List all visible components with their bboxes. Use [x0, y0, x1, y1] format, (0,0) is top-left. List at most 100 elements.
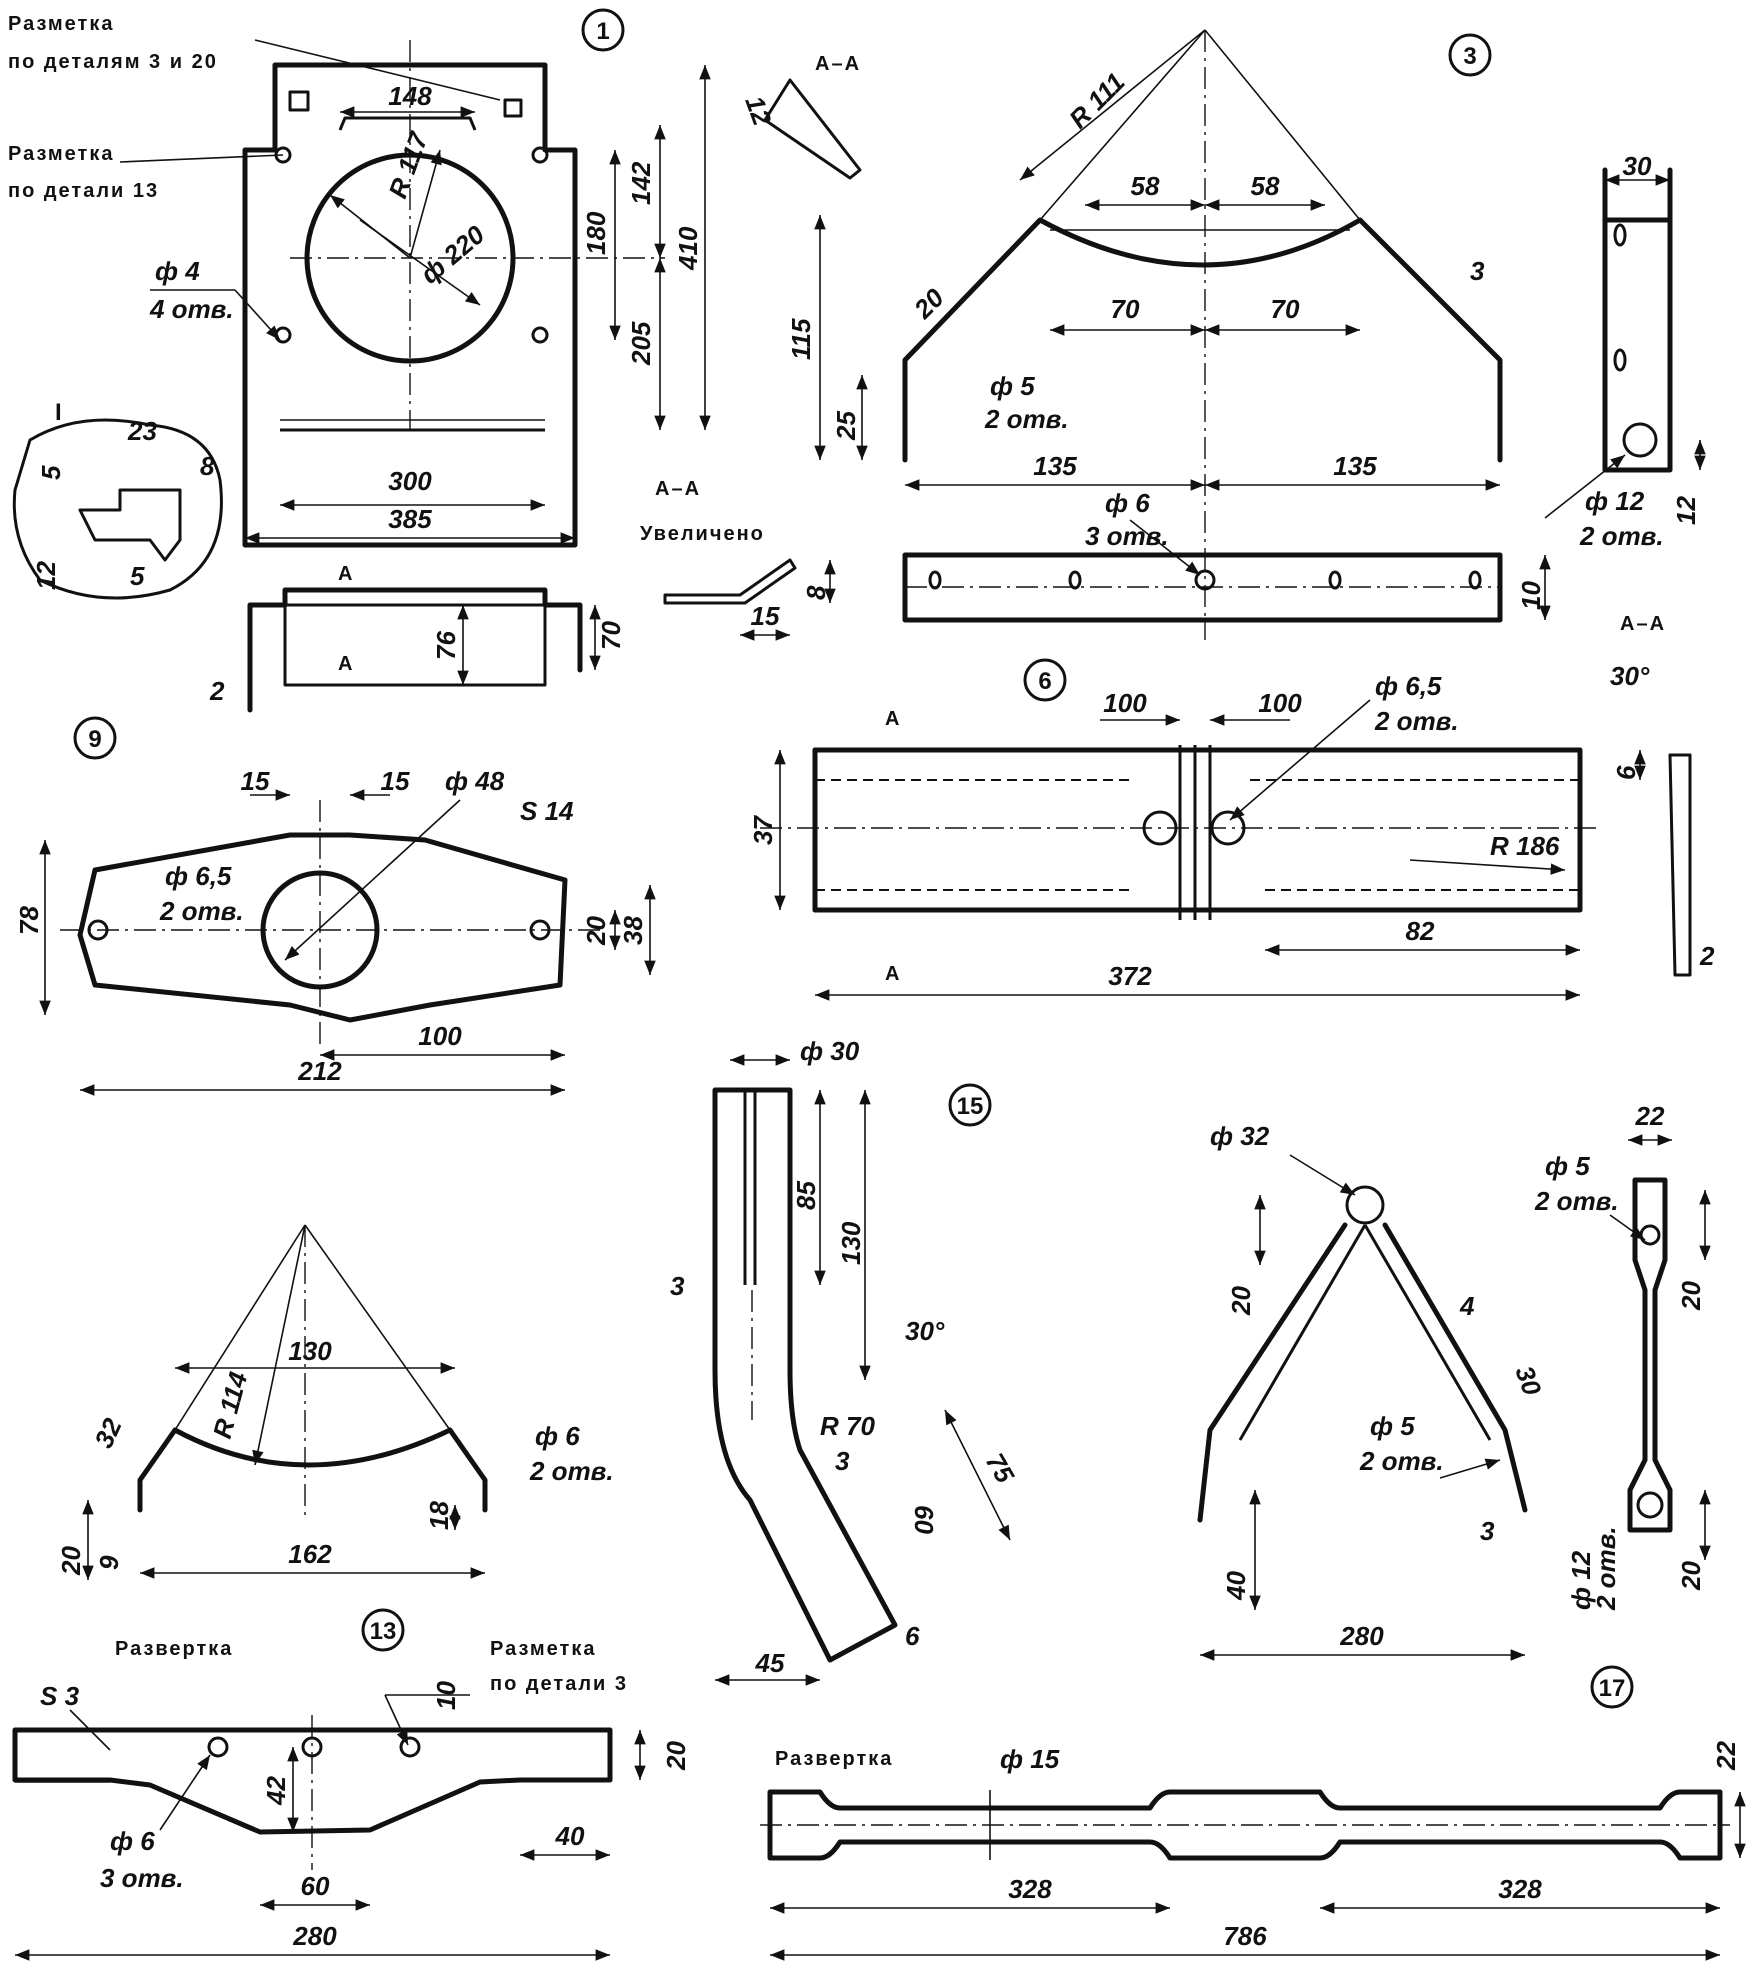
svg-text:300: 300 [388, 466, 432, 496]
svg-text:18: 18 [424, 1501, 454, 1530]
svg-text:22: 22 [1711, 1741, 1741, 1771]
part-number-13: 13 [370, 1618, 397, 1645]
part-number-9: 9 [88, 726, 101, 753]
svg-text:162: 162 [288, 1539, 332, 1569]
part-number-circle [581, 8, 625, 52]
part-number-1: 1 [596, 18, 609, 45]
svg-text:76: 76 [431, 631, 461, 660]
svg-text:70: 70 [1271, 294, 1300, 324]
note-marking-13-line1: Разметка [8, 143, 114, 165]
svg-text:ф 15: ф 15 [1000, 1744, 1060, 1774]
svg-text:100: 100 [1103, 688, 1147, 718]
svg-text:по детали 3: по детали 3 [490, 1673, 628, 1695]
svg-text:ф 12: ф 12 [1566, 1550, 1596, 1610]
part-9-drawing: 9 15 15 ф 48 S 14 ф 6,5 2 отв. 78 20 38 … [14, 716, 656, 1096]
svg-text:20: 20 [1226, 1286, 1256, 1316]
svg-text:130: 130 [288, 1336, 332, 1366]
svg-text:85: 85 [791, 1181, 821, 1210]
part-1-drawing: 1 Разметка по деталям 3 и 20 Разметка по… [8, 8, 711, 713]
svg-text:135: 135 [1333, 451, 1377, 481]
svg-text:S 3: S 3 [40, 1681, 80, 1711]
svg-text:ф 6,5: ф 6,5 [165, 861, 232, 891]
svg-text:25: 25 [831, 411, 861, 441]
svg-text:42: 42 [261, 1776, 291, 1806]
svg-text:15: 15 [751, 601, 780, 631]
svg-text:20: 20 [1676, 1281, 1706, 1311]
svg-text:2 отв.: 2 отв. [1591, 1526, 1621, 1611]
part-number-15: 15 [957, 1093, 984, 1120]
svg-text:ф 48: ф 48 [445, 766, 505, 796]
svg-text:4: 4 [1459, 1291, 1475, 1321]
svg-text:328: 328 [1498, 1874, 1542, 1904]
svg-text:3: 3 [1470, 256, 1485, 286]
svg-text:37: 37 [748, 815, 778, 845]
svg-text:40: 40 [555, 1821, 585, 1851]
svg-text:58: 58 [1131, 171, 1160, 201]
svg-text:ф 4: ф 4 [155, 256, 200, 286]
svg-text:ф 220: ф 220 [415, 219, 491, 290]
svg-text:Развертка: Развертка [115, 1638, 233, 1660]
svg-text:30°: 30° [1610, 661, 1650, 691]
svg-text:А: А [885, 963, 901, 985]
part-15-drawing: 15 ф 30 85 130 3 30° R 70 3 75 60 45 6 [670, 1036, 1021, 1686]
svg-text:А–А: А–А [655, 478, 701, 500]
svg-text:115: 115 [786, 318, 816, 360]
svg-text:ф 12: ф 12 [1585, 486, 1645, 516]
part-17-drawing: 17 ф 32 20 4 30 ф 5 2 отв. 3 40 280 22 ф… [760, 1101, 1746, 1961]
svg-text:ф 6,5: ф 6,5 [1375, 671, 1442, 701]
svg-text:ф 6: ф 6 [535, 1421, 580, 1451]
svg-text:60: 60 [909, 1505, 939, 1534]
svg-text:82: 82 [1406, 916, 1435, 946]
svg-text:ф 30: ф 30 [800, 1036, 860, 1066]
svg-text:3 отв.: 3 отв. [1085, 521, 1169, 551]
svg-text:8: 8 [200, 451, 215, 481]
svg-text:2: 2 [1699, 941, 1715, 971]
svg-text:ф 5: ф 5 [1545, 1151, 1590, 1181]
svg-text:135: 135 [1033, 451, 1077, 481]
svg-text:ф 32: ф 32 [1210, 1121, 1270, 1151]
svg-text:5: 5 [130, 561, 145, 591]
svg-text:70: 70 [596, 621, 626, 650]
svg-text:75: 75 [980, 1448, 1021, 1489]
svg-text:3: 3 [670, 1271, 685, 1301]
svg-text:328: 328 [1008, 1874, 1052, 1904]
svg-text:58: 58 [1251, 171, 1280, 201]
svg-text:12: 12 [1671, 496, 1701, 525]
svg-text:20: 20 [661, 1741, 691, 1771]
svg-text:2 отв.: 2 отв. [984, 404, 1069, 434]
svg-text:180: 180 [581, 211, 611, 255]
svg-text:20: 20 [56, 1546, 86, 1576]
svg-text:2 отв.: 2 отв. [1579, 521, 1664, 551]
svg-text:2 отв.: 2 отв. [159, 896, 244, 926]
svg-text:60: 60 [301, 1871, 330, 1901]
detail-I-label: I [55, 399, 62, 426]
part-3-drawing: 3 А–А 12 R 111 58 58 70 70 3 115 20 25 ф… [640, 29, 1706, 641]
svg-text:А: А [885, 708, 901, 730]
svg-text:ф 5: ф 5 [990, 371, 1035, 401]
svg-text:786: 786 [1223, 1921, 1267, 1951]
svg-text:130: 130 [836, 1221, 866, 1265]
svg-text:10: 10 [431, 1681, 461, 1710]
svg-text:205: 205 [626, 321, 656, 366]
svg-text:6: 6 [1611, 765, 1641, 780]
svg-text:3 отв.: 3 отв. [100, 1863, 184, 1893]
part-number-6: 6 [1038, 668, 1051, 695]
svg-text:70: 70 [1111, 294, 1140, 324]
note-marking-13-line2: по детали 13 [8, 180, 159, 202]
svg-text:2: 2 [209, 676, 225, 706]
svg-text:6: 6 [905, 1621, 920, 1651]
svg-text:ф 6: ф 6 [1105, 488, 1150, 518]
svg-text:А: А [338, 563, 354, 585]
svg-text:S 14: S 14 [520, 796, 574, 826]
svg-text:А–А: А–А [815, 53, 861, 75]
svg-text:4 отв.: 4 отв. [149, 294, 234, 324]
svg-text:78: 78 [14, 906, 44, 935]
svg-text:45: 45 [755, 1648, 785, 1678]
svg-text:2 отв.: 2 отв. [529, 1456, 614, 1486]
svg-text:30°: 30° [905, 1316, 945, 1346]
svg-text:8: 8 [801, 585, 831, 600]
svg-text:А–А: А–А [1620, 613, 1666, 635]
svg-text:23: 23 [127, 416, 157, 446]
svg-text:10: 10 [1516, 581, 1546, 610]
